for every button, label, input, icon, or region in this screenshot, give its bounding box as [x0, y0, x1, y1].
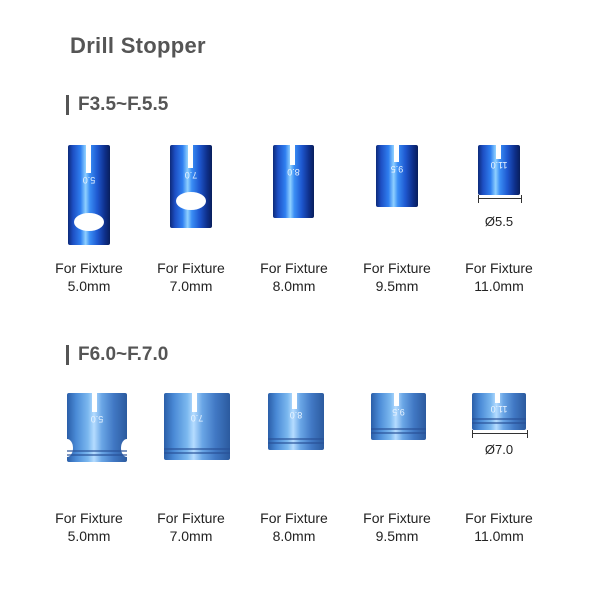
groove	[67, 454, 127, 456]
fixture-label-text: For Fixture	[260, 510, 328, 526]
fixture-size: 5.0mm	[67, 528, 111, 544]
fixture-label: For Fixture 9.5mm	[347, 509, 447, 545]
fixture-label: For Fixture 11.0mm	[449, 509, 549, 545]
side-notch	[121, 439, 127, 457]
fixture-size: 8.0mm	[272, 528, 316, 544]
slot	[92, 393, 98, 413]
fixture-label: For Fixture 5.0mm	[39, 259, 139, 295]
slot	[393, 145, 399, 163]
slot	[494, 393, 500, 404]
fixture-label: For Fixture 8.0mm	[244, 259, 344, 295]
diameter-dimension-line	[478, 195, 522, 203]
groove	[164, 448, 230, 450]
engraving: 9.5	[392, 407, 405, 418]
section-heading-large: F6.0~F.7.0	[66, 344, 168, 366]
heading-bar	[66, 95, 69, 115]
section-heading-small: F3.5~F.5.5	[66, 94, 168, 116]
slot	[290, 145, 296, 166]
fixture-size: 11.0mm	[474, 528, 524, 544]
groove	[164, 452, 230, 454]
engraving: 11.0	[490, 160, 508, 170]
fixture-label-text: For Fixture	[465, 260, 533, 276]
fixture-label-text: For Fixture	[363, 510, 431, 526]
page-title: Drill Stopper	[70, 33, 206, 58]
side-hole	[74, 213, 104, 231]
fixture-label-text: For Fixture	[55, 510, 123, 526]
drill-stopper-image: 9.5	[371, 393, 426, 440]
groove	[472, 422, 526, 424]
drill-stopper-image: 11.0	[472, 393, 526, 430]
side-hole	[176, 192, 206, 210]
drill-stopper-image: 8.0	[268, 393, 324, 450]
heading-bar	[66, 345, 69, 365]
slot	[191, 393, 197, 412]
slot	[85, 145, 91, 173]
fixture-size: 8.0mm	[272, 278, 316, 294]
fixture-label-text: For Fixture	[465, 510, 533, 526]
fixture-label-text: For Fixture	[260, 260, 328, 276]
engraving: 5.0	[90, 413, 104, 424]
diameter-dimension-line	[472, 430, 528, 438]
fixture-label-text: For Fixture	[55, 260, 123, 276]
fixture-size: 7.0mm	[169, 528, 213, 544]
drill-stopper-image: 11.0	[478, 145, 520, 195]
fixture-label-text: For Fixture	[157, 260, 225, 276]
engraving: 7.0	[184, 169, 198, 180]
groove	[371, 432, 426, 434]
section-heading-text: F6.0~F.7.0	[78, 344, 169, 365]
engraving: 5.0	[82, 175, 96, 185]
fixture-size: 9.5mm	[375, 278, 419, 294]
side-notch	[67, 439, 73, 457]
drill-stopper-image: 7.0	[170, 145, 212, 228]
section-heading-text: F3.5~F.5.5	[78, 94, 169, 115]
groove	[371, 428, 426, 430]
fixture-size: 11.0mm	[474, 278, 524, 294]
fixture-label-text: For Fixture	[157, 510, 225, 526]
diameter-label: Ø7.0	[484, 442, 514, 457]
engraving: 8.0	[287, 166, 300, 177]
engraving: 8.0	[289, 410, 303, 421]
fixture-label: For Fixture 7.0mm	[141, 509, 241, 545]
slot	[291, 393, 297, 409]
fixture-size: 5.0mm	[67, 278, 111, 294]
fixture-size: 9.5mm	[375, 528, 419, 544]
diameter-label: Ø5.5	[484, 214, 514, 229]
groove	[67, 450, 127, 452]
slot	[187, 145, 193, 169]
drill-stopper-image: 7.0	[164, 393, 230, 460]
drill-stopper-image: 9.5	[376, 145, 418, 207]
fixture-size: 7.0mm	[169, 278, 213, 294]
fixture-label: For Fixture 7.0mm	[141, 259, 241, 295]
fixture-label: For Fixture 11.0mm	[449, 259, 549, 295]
engraving: 7.0	[190, 413, 204, 424]
groove	[472, 418, 526, 420]
fixture-label-text: For Fixture	[363, 260, 431, 276]
drill-stopper-image: 8.0	[273, 145, 314, 218]
engraving: 9.5	[390, 163, 404, 174]
slot	[394, 393, 400, 407]
groove	[268, 438, 324, 440]
slot	[495, 145, 501, 159]
fixture-label: For Fixture 8.0mm	[244, 509, 344, 545]
drill-stopper-image: 5.0	[67, 393, 127, 462]
engraving: 11.0	[490, 404, 508, 415]
fixture-label: For Fixture 9.5mm	[347, 259, 447, 295]
drill-stopper-image: 5.0	[68, 145, 110, 245]
fixture-label: For Fixture 5.0mm	[39, 509, 139, 545]
groove	[268, 442, 324, 444]
